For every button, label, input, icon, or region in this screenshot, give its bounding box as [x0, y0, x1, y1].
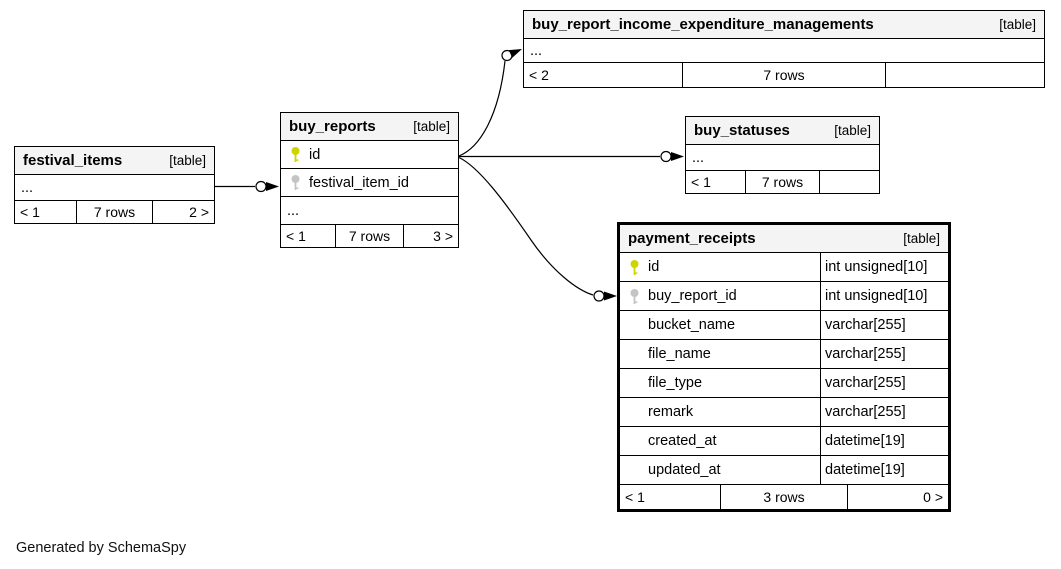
hidden-columns-row: ...: [686, 145, 879, 171]
column-type: varchar[255]: [825, 375, 906, 391]
ellipsis-label: ...: [692, 149, 705, 166]
row-count: 7 rows: [336, 225, 405, 247]
table-tag: [table]: [903, 231, 940, 246]
table-name[interactable]: payment_receipts: [628, 230, 756, 247]
hidden-columns-row: ...: [15, 175, 214, 201]
column-row: file_name varchar[255]: [620, 340, 948, 369]
relationship-line: [458, 60, 506, 157]
table-footer: < 2 7 rows: [524, 63, 1044, 87]
column-row: festival_item_id: [281, 169, 458, 197]
column-type: varchar[255]: [825, 346, 906, 362]
table-name[interactable]: buy_statuses: [694, 122, 790, 139]
generator-credit: Generated by SchemaSpy: [16, 540, 187, 556]
table-footer: < 1 7 rows 3 >: [281, 225, 458, 247]
entity-table-festival-items: festival_items [table] ... < 1 7 rows 2 …: [14, 146, 215, 224]
column-name-cell: id: [620, 253, 821, 281]
entity-table-buy-report-income-expenditure-managements: buy_report_income_expenditure_management…: [523, 10, 1045, 88]
column-name-cell: bucket_name: [620, 311, 821, 339]
table-footer: < 1 3 rows 0 >: [620, 485, 948, 509]
ellipsis-label: ...: [21, 179, 34, 196]
fk-arrow-icon: [508, 49, 522, 58]
table-header[interactable]: buy_reports [table]: [281, 113, 458, 141]
table-header[interactable]: payment_receipts [table]: [620, 225, 948, 253]
row-count: 3 rows: [721, 485, 849, 509]
column-name: created_at: [648, 433, 717, 449]
children-count: < 1: [281, 225, 336, 247]
column-name-cell: file_name: [620, 340, 821, 368]
table-tag: [table]: [834, 123, 871, 138]
parents-count: 0 >: [923, 489, 944, 505]
table-tag: [table]: [999, 17, 1036, 32]
fk-arrow-icon: [266, 182, 279, 191]
column-type: varchar[255]: [825, 317, 906, 333]
row-count: 7 rows: [746, 171, 821, 193]
column-name: file_name: [648, 346, 711, 362]
column-name-cell: created_at: [620, 427, 821, 455]
column-name-cell: buy_report_id: [620, 282, 821, 310]
column-row: created_at datetime[19]: [620, 427, 948, 456]
entity-table-buy-statuses: buy_statuses [table] ... < 1 7 rows: [685, 116, 880, 194]
table-footer: < 1 7 rows: [686, 171, 879, 193]
column-name: festival_item_id: [309, 174, 409, 191]
row-count: 7 rows: [683, 63, 887, 87]
column-row: id: [281, 141, 458, 169]
table-header[interactable]: festival_items [table]: [15, 147, 214, 175]
table-name[interactable]: buy_reports: [289, 118, 376, 135]
ellipsis-label: ...: [530, 42, 543, 59]
column-name-cell: file_type: [620, 369, 821, 397]
column-row: remark varchar[255]: [620, 398, 948, 427]
column-type: datetime[19]: [825, 462, 905, 478]
parents-count: [886, 63, 1044, 87]
table-header[interactable]: buy_statuses [table]: [686, 117, 879, 145]
parents-count: 2 >: [189, 204, 209, 220]
column-type: int unsigned[10]: [825, 259, 928, 275]
children-count: < 1: [686, 171, 746, 193]
column-name: file_type: [648, 375, 703, 391]
parents-count: 3 >: [433, 228, 453, 244]
column-name: id: [648, 259, 660, 275]
table-footer: < 1 7 rows 2 >: [15, 201, 214, 223]
table-name[interactable]: festival_items: [23, 152, 123, 169]
column-type: int unsigned[10]: [825, 288, 928, 304]
table-tag: [table]: [169, 153, 206, 168]
primary-key-icon: [291, 147, 300, 162]
column-name-cell: updated_at: [620, 456, 821, 484]
cardinality-circle: [255, 180, 267, 193]
column-type: datetime[19]: [825, 433, 905, 449]
foreign-key-icon: [291, 175, 300, 190]
column-row: bucket_name varchar[255]: [620, 311, 948, 340]
fk-arrow-icon: [604, 291, 617, 301]
table-header[interactable]: buy_report_income_expenditure_management…: [524, 11, 1044, 39]
primary-key-icon: [630, 259, 639, 275]
column-name: id: [309, 146, 321, 163]
cardinality-circle: [593, 290, 605, 302]
hidden-columns-row: ...: [524, 39, 1044, 63]
column-row: id int unsigned[10]: [620, 253, 948, 282]
parents-count: [820, 171, 879, 193]
children-count: < 1: [15, 201, 77, 223]
column-name-cell: remark: [620, 398, 821, 426]
column-row: file_type varchar[255]: [620, 369, 948, 398]
column-row: updated_at datetime[19]: [620, 456, 948, 485]
ellipsis-label: ...: [287, 202, 300, 219]
foreign-key-icon: [630, 288, 639, 304]
column-name: remark: [648, 404, 694, 420]
column-row: buy_report_id int unsigned[10]: [620, 282, 948, 311]
hidden-columns-row: ...: [281, 197, 458, 225]
cardinality-circle: [660, 150, 672, 163]
fk-arrow-icon: [671, 152, 684, 161]
column-name: bucket_name: [648, 317, 736, 333]
children-count: < 1: [620, 485, 721, 509]
relationship-line: [458, 156, 594, 296]
table-name[interactable]: buy_report_income_expenditure_management…: [532, 16, 874, 33]
table-tag: [table]: [413, 119, 450, 134]
row-count: 7 rows: [77, 201, 154, 223]
entity-table-payment-receipts: payment_receipts [table] id int unsigned…: [617, 222, 951, 512]
column-type: varchar[255]: [825, 404, 906, 420]
entity-table-buy-reports: buy_reports [table] id festival_: [280, 112, 459, 248]
children-count: < 2: [524, 63, 683, 87]
column-name: buy_report_id: [648, 288, 737, 304]
column-name: updated_at: [648, 462, 721, 478]
